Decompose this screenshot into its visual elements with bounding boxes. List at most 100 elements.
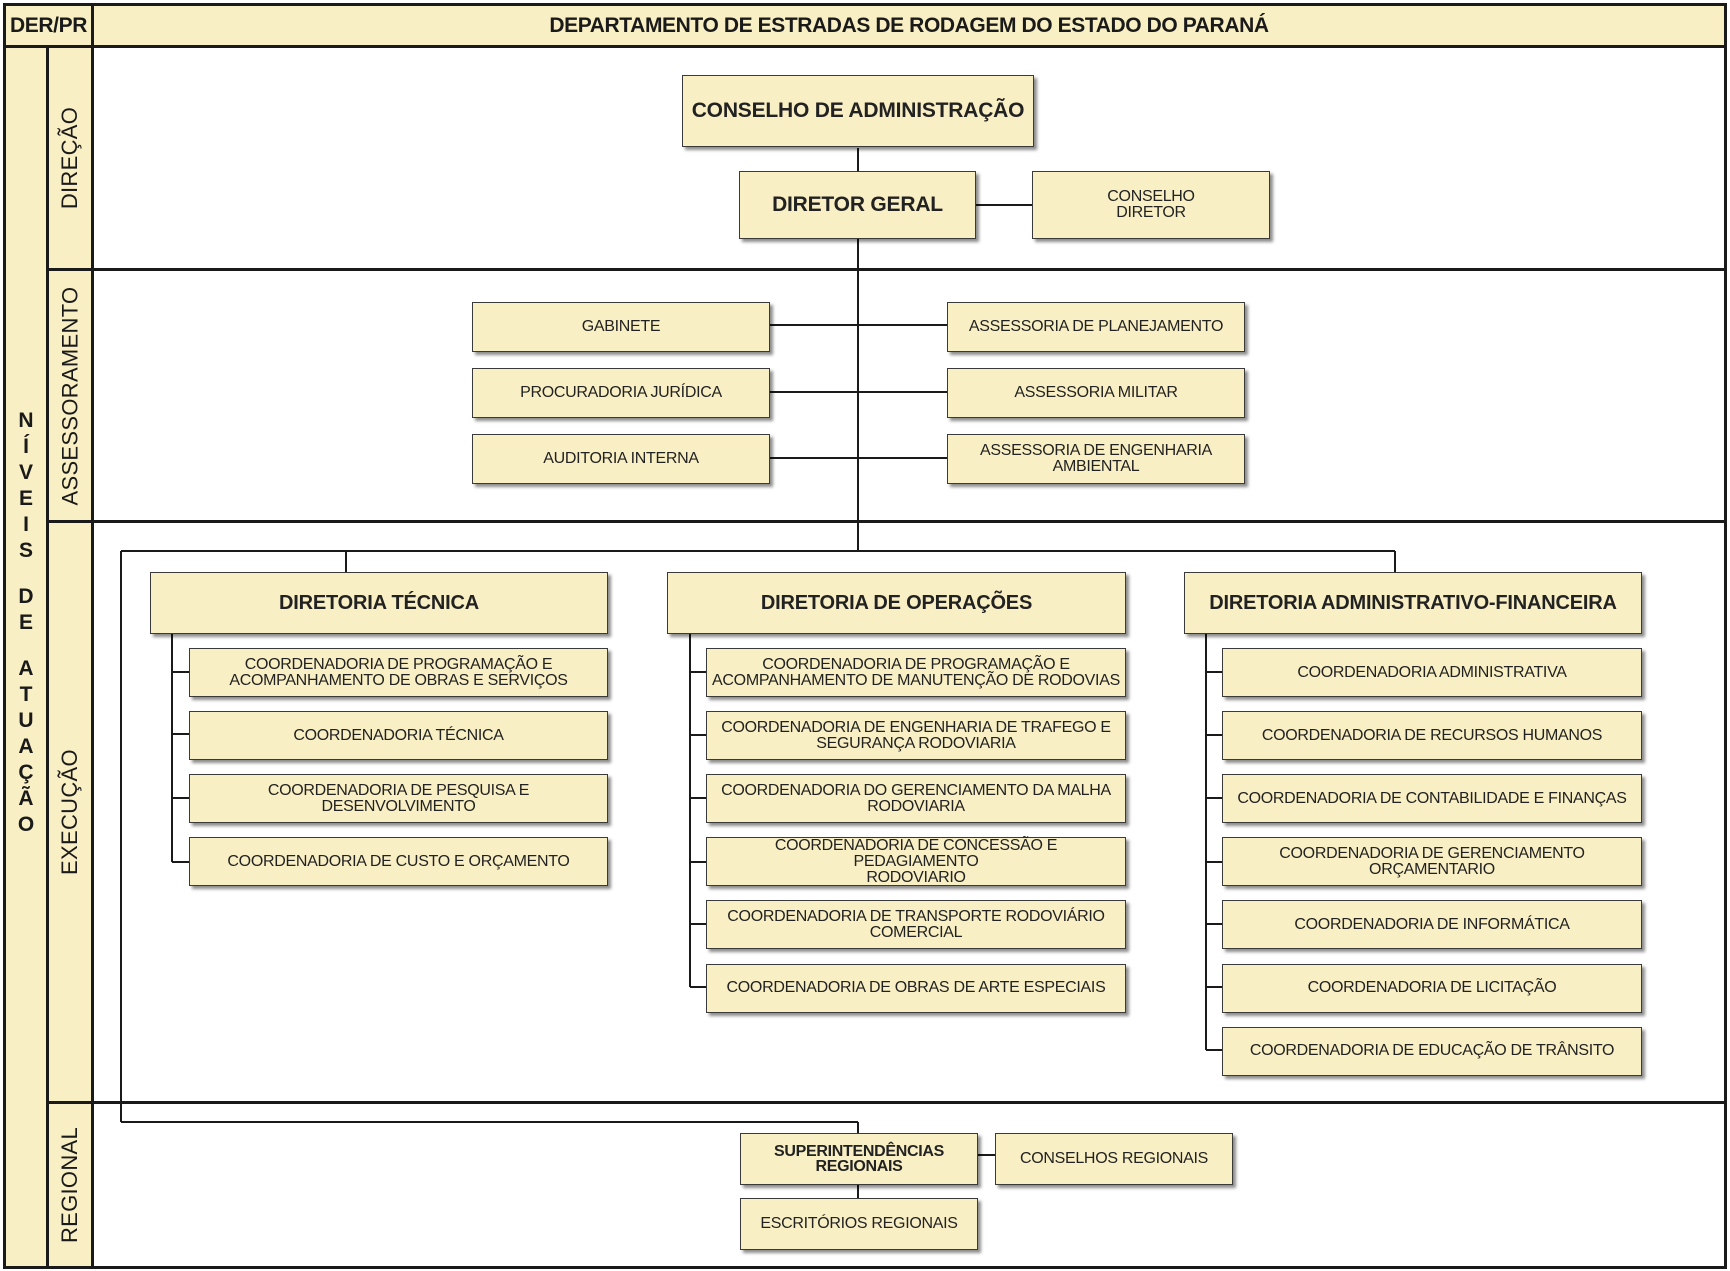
assessoria-engenharia-ambiental-box: ASSESSORIA DE ENGENHARIA AMBIENTAL <box>947 434 1245 484</box>
level-execucao: EXECUÇÃO <box>49 523 91 1101</box>
coordenadoria-text: COORDENADORIA DE TRANSPORTE RODOVIÁRIO <box>727 907 1105 925</box>
coordenadoria-text: COORDENADORIA DE PROGRAMAÇÃO E <box>762 655 1070 673</box>
side-label-letter: A <box>18 735 34 758</box>
level-regional-text: REGIONAL <box>57 1126 83 1244</box>
coordenadoria-text: COORDENADORIA DE CONTABILIDADE E FINANÇA… <box>1237 789 1627 807</box>
coordenadoria-text: COORDENADORIA DE EDUCAÇÃO DE TRÂNSITO <box>1249 1042 1615 1060</box>
coordenadoria-box: COORDENADORIA DE CUSTO E ORÇAMENTO <box>189 837 608 887</box>
coordenadoria-text: RODOVIARIA <box>867 797 965 815</box>
diretor-geral-box: DIRETOR GERAL <box>739 171 976 239</box>
coordenadoria-text: COORDENADORIA DE INFORMÁTICA <box>1294 915 1570 933</box>
conselho-diretor-line2: DIRETOR <box>1116 204 1186 221</box>
separator-execucao <box>46 1101 1727 1104</box>
side-label-letter: V <box>18 461 33 484</box>
coordenadoria-box: COORDENADORIA DE INFORMÁTICA <box>1222 900 1642 950</box>
separator-direcao <box>46 268 1727 271</box>
diretoria-administrativo-financeira-box: DIRETORIA ADMINISTRATIVO-FINANCEIRA <box>1184 572 1642 634</box>
header-short-text: DER/PR <box>10 13 87 37</box>
coordenadoria-text: COORDENADORIA DO GERENCIAMENTO DA MALHA <box>721 781 1111 799</box>
coordenadoria-text: COORDENADORIA DE PROGRAMAÇÃO E <box>244 655 553 673</box>
level-execucao-text: EXECUÇÃO <box>57 749 82 875</box>
side-label-letter: D <box>18 585 34 608</box>
conselho-administracao-text: CONSELHO DE ADMINISTRAÇÃO <box>691 99 1025 122</box>
escritorios-regionais-text: ESCRITÓRIOS REGIONAIS <box>760 1215 958 1232</box>
coordenadoria-box: COORDENADORIA DE OBRAS DE ARTE ESPECIAIS <box>706 963 1126 1013</box>
content-frame <box>91 45 1727 1269</box>
coordenadoria-text: COORDENADORIA DE OBRAS DE ARTE ESPECIAIS <box>726 979 1106 996</box>
conselho-diretor-line1: CONSELHO <box>1107 188 1195 205</box>
diretoria-tecnica-title: DIRETORIA TÉCNICA <box>279 592 479 614</box>
side-label-letter: E <box>18 487 33 510</box>
superintendencias-line2: REGIONAIS <box>815 1158 903 1175</box>
assessoria-engenharia-line2: AMBIENTAL <box>1052 458 1140 475</box>
coordenadoria-text: ACOMPANHAMENTO DE OBRAS E SERVIÇOS <box>229 671 568 689</box>
coordenadoria-text: COMERCIAL <box>869 923 963 941</box>
procuradoria-juridica-text: PROCURADORIA JURÍDICA <box>520 384 722 401</box>
auditoria-interna-text: AUDITORIA INTERNA <box>543 450 699 467</box>
procuradoria-juridica-box: PROCURADORIA JURÍDICA <box>472 368 770 418</box>
coordenadoria-text: COORDENADORIA ADMINISTRATIVA <box>1297 663 1567 681</box>
side-label-letter: S <box>18 539 33 562</box>
coordenadoria-box: COORDENADORIA DE ENGENHARIA DE TRAFEGO E… <box>706 711 1126 761</box>
coordenadoria-text: COORDENADORIA DE CUSTO E ORÇAMENTO <box>227 852 570 870</box>
coordenadoria-text: COORDENADORIA DE ENGENHARIA DE TRAFEGO E <box>721 718 1111 736</box>
side-label-letter: Ã <box>18 787 34 810</box>
assessoria-engenharia-line1: ASSESSORIA DE ENGENHARIA <box>980 442 1212 459</box>
conselho-administracao-box: CONSELHO DE ADMINISTRAÇÃO <box>682 75 1034 147</box>
assessoria-militar-box: ASSESSORIA MILITAR <box>947 368 1245 418</box>
side-label-letter: N <box>18 409 34 432</box>
coordenadoria-text: SEGURANÇA RODOVIARIA <box>816 734 1016 752</box>
side-label-letter: A <box>18 657 34 680</box>
diretoria-administrativo-financeira-title: DIRETORIA ADMINISTRATIVO-FINANCEIRA <box>1209 592 1617 614</box>
coordenadoria-box: COORDENADORIA DE CONCESSÃO E PEDAGIAMENT… <box>706 836 1126 887</box>
escritorios-regionais-box: ESCRITÓRIOS REGIONAIS <box>740 1198 978 1250</box>
coordenadoria-text: RODOVIARIO <box>866 868 966 886</box>
coordenadoria-box: COORDENADORIA DE RECURSOS HUMANOS <box>1222 711 1642 761</box>
coordenadoria-box: COORDENADORIA DE EDUCAÇÃO DE TRÂNSITO <box>1222 1026 1642 1076</box>
level-assessoramento: ASSESSORAMENTO <box>49 271 91 520</box>
diretoria-operacoes-box: DIRETORIA DE OPERAÇÕES <box>667 572 1126 634</box>
side-label-letter: I <box>23 513 29 536</box>
side-label-letter: E <box>18 611 33 634</box>
conselhos-regionais-text: CONSELHOS REGIONAIS <box>1019 1150 1209 1167</box>
level-assessoramento-text: ASSESSORAMENTO <box>57 286 82 505</box>
coordenadoria-text: ORÇAMENTARIO <box>1369 860 1495 878</box>
coordenadoria-box: COORDENADORIA DE CONTABILIDADE E FINANÇA… <box>1222 774 1642 824</box>
superintendencias-line1: SUPERINTENDÊNCIAS <box>773 1143 945 1160</box>
gabinete-box: GABINETE <box>472 302 770 352</box>
assessoria-militar-text: ASSESSORIA MILITAR <box>1014 384 1178 401</box>
separator-assessoramento <box>46 520 1727 523</box>
assessoria-planejamento-text: ASSESSORIA DE PLANEJAMENTO <box>968 318 1224 335</box>
coordenadoria-text: COORDENADORIA DE LICITAÇÃO <box>1307 979 1557 996</box>
coordenadoria-box: COORDENADORIA TÉCNICA <box>189 711 608 761</box>
diretoria-operacoes-title: DIRETORIA DE OPERAÇÕES <box>760 592 1033 614</box>
coordenadoria-text: COORDENADORIA DE PESQUISA E <box>267 781 530 799</box>
side-label-letter: T <box>19 683 33 706</box>
level-regional: REGIONAL <box>49 1104 91 1266</box>
superintendencias-regionais-box: SUPERINTENDÊNCIAS REGIONAIS <box>740 1133 978 1185</box>
coordenadoria-text: COORDENADORIA DE GERENCIAMENTO <box>1279 844 1585 862</box>
coordenadoria-box: COORDENADORIA ADMINISTRATIVA <box>1222 648 1642 697</box>
coordenadoria-text: ACOMPANHAMENTO DE MANUTENÇÃO DE RODOVIAS <box>712 671 1120 689</box>
level-direcao-text: DIREÇÃO <box>57 106 82 210</box>
coordenadoria-text: COORDENADORIA DE CONCESSÃO E PEDAGIAMENT… <box>774 836 1058 870</box>
header-short: DER/PR <box>3 3 94 48</box>
diretoria-tecnica-box: DIRETORIA TÉCNICA <box>150 572 608 634</box>
coordenadoria-box: COORDENADORIA DE LICITAÇÃO <box>1222 963 1642 1013</box>
coordenadoria-text: COORDENADORIA TÉCNICA <box>293 726 504 744</box>
level-direcao: DIREÇÃO <box>49 48 91 268</box>
side-label-letter: Ç <box>18 761 34 784</box>
conselho-diretor-box: CONSELHO DIRETOR <box>1032 171 1270 239</box>
side-label-letter: Í <box>23 435 29 458</box>
header-title: DEPARTAMENTO DE ESTRADAS DE RODAGEM DO E… <box>91 3 1727 48</box>
header-title-text: DEPARTAMENTO DE ESTRADAS DE RODAGEM DO E… <box>549 13 1269 37</box>
gabinete-text: GABINETE <box>581 318 661 335</box>
side-label-letter: U <box>18 709 34 732</box>
